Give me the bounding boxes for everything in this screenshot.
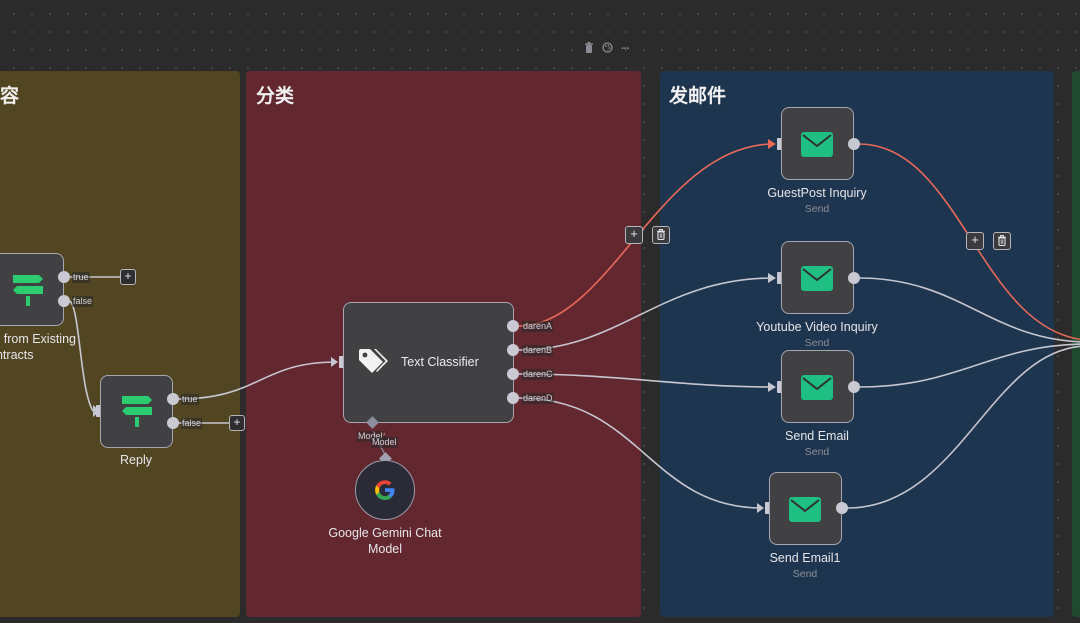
node-title: Text Classifier — [401, 355, 479, 369]
node-if-existing-contracts[interactable] — [0, 253, 64, 326]
sticky-note-green[interactable] — [1072, 71, 1080, 617]
output-port[interactable] — [836, 502, 848, 514]
node-label: GuestPost Inquiry — [767, 186, 867, 200]
envelope-icon — [801, 132, 833, 162]
required-mark: * — [382, 431, 387, 441]
envelope-icon — [801, 375, 833, 405]
node-subtitle: Send — [804, 337, 830, 349]
node-reply[interactable] — [100, 375, 173, 448]
node-label: Send Email1 — [769, 551, 841, 565]
tag-icon — [357, 347, 389, 380]
add-node-on-edge-button[interactable]: + — [625, 226, 643, 244]
model-input-label-text: Model — [358, 431, 383, 441]
google-g-icon — [374, 479, 396, 506]
signpost-icon — [120, 393, 154, 434]
delete-edge-button[interactable] — [652, 226, 670, 244]
more-options-button[interactable]: ··· — [621, 43, 630, 55]
trash-icon — [998, 235, 1006, 247]
node-send-email1[interactable] — [769, 472, 842, 545]
output-port-darenB[interactable] — [507, 344, 519, 356]
output-label-darenC: darenC — [522, 369, 554, 380]
output-label-darenA: darenA — [522, 321, 554, 332]
node-guestpost-inquiry[interactable] — [781, 107, 854, 180]
node-subtitle: Send — [804, 446, 830, 458]
node-label: Youtube Video Inquiry — [756, 320, 878, 334]
model-input-label: Model* — [357, 431, 388, 442]
output-port[interactable] — [848, 138, 860, 150]
trash-icon — [657, 229, 665, 241]
input-port[interactable] — [765, 502, 772, 514]
node-subtitle: Send — [792, 568, 818, 580]
node-google-gemini-chat-model[interactable] — [355, 460, 415, 520]
output-port-false[interactable] — [167, 417, 179, 429]
output-port-true[interactable] — [58, 271, 70, 283]
model-output-label: Model — [371, 437, 398, 448]
node-label: Reply — [120, 453, 152, 467]
output-port-darenA[interactable] — [507, 320, 519, 332]
node-text-classifier[interactable]: Text Classifier — [343, 302, 514, 423]
output-label-false: false — [181, 418, 203, 429]
signpost-icon — [11, 272, 45, 313]
output-label-darenD: darenD — [522, 393, 554, 404]
output-label-true: true — [181, 394, 199, 405]
node-label-line: Google Gemini Chat — [328, 526, 442, 540]
sticky-title: 发邮件 — [669, 85, 727, 107]
output-label-false: false — [72, 296, 94, 307]
sticky-title: 分类 — [256, 85, 295, 107]
input-port[interactable] — [777, 138, 784, 150]
node-label: Google Gemini Chat Model — [315, 525, 455, 557]
sticky-toolbar: ··· — [584, 42, 630, 56]
node-youtube-video-inquiry[interactable] — [781, 241, 854, 314]
add-node-button[interactable]: + — [120, 269, 136, 285]
envelope-icon — [801, 266, 833, 296]
node-label-line: Contracts — [0, 348, 34, 362]
node-subtitle: Send — [804, 203, 830, 215]
output-port-false[interactable] — [58, 295, 70, 307]
input-port[interactable] — [777, 272, 784, 284]
add-node-button[interactable]: + — [229, 415, 245, 431]
output-label-true: true — [72, 272, 90, 283]
input-port[interactable] — [339, 356, 346, 368]
output-port[interactable] — [848, 381, 860, 393]
output-label-darenB: darenB — [522, 345, 554, 356]
sticky-title: 容 — [0, 85, 20, 107]
node-label: Send Email — [785, 429, 849, 443]
output-port-darenC[interactable] — [507, 368, 519, 380]
add-node-on-edge-button[interactable]: + — [966, 232, 984, 250]
delete-edge-button[interactable] — [993, 232, 1011, 250]
input-port[interactable] — [96, 405, 103, 417]
sticky-note-content[interactable]: 容 — [0, 71, 240, 617]
trash-icon[interactable] — [584, 42, 594, 56]
node-send-email[interactable] — [781, 350, 854, 423]
node-label-line: s from Existing — [0, 332, 76, 346]
output-port-darenD[interactable] — [507, 392, 519, 404]
output-port[interactable] — [848, 272, 860, 284]
output-port-true[interactable] — [167, 393, 179, 405]
input-port[interactable] — [777, 381, 784, 393]
node-label: s from Existing Contracts — [0, 331, 90, 363]
envelope-icon — [789, 497, 821, 527]
node-label-line: Model — [367, 542, 403, 556]
palette-icon[interactable] — [602, 42, 613, 56]
